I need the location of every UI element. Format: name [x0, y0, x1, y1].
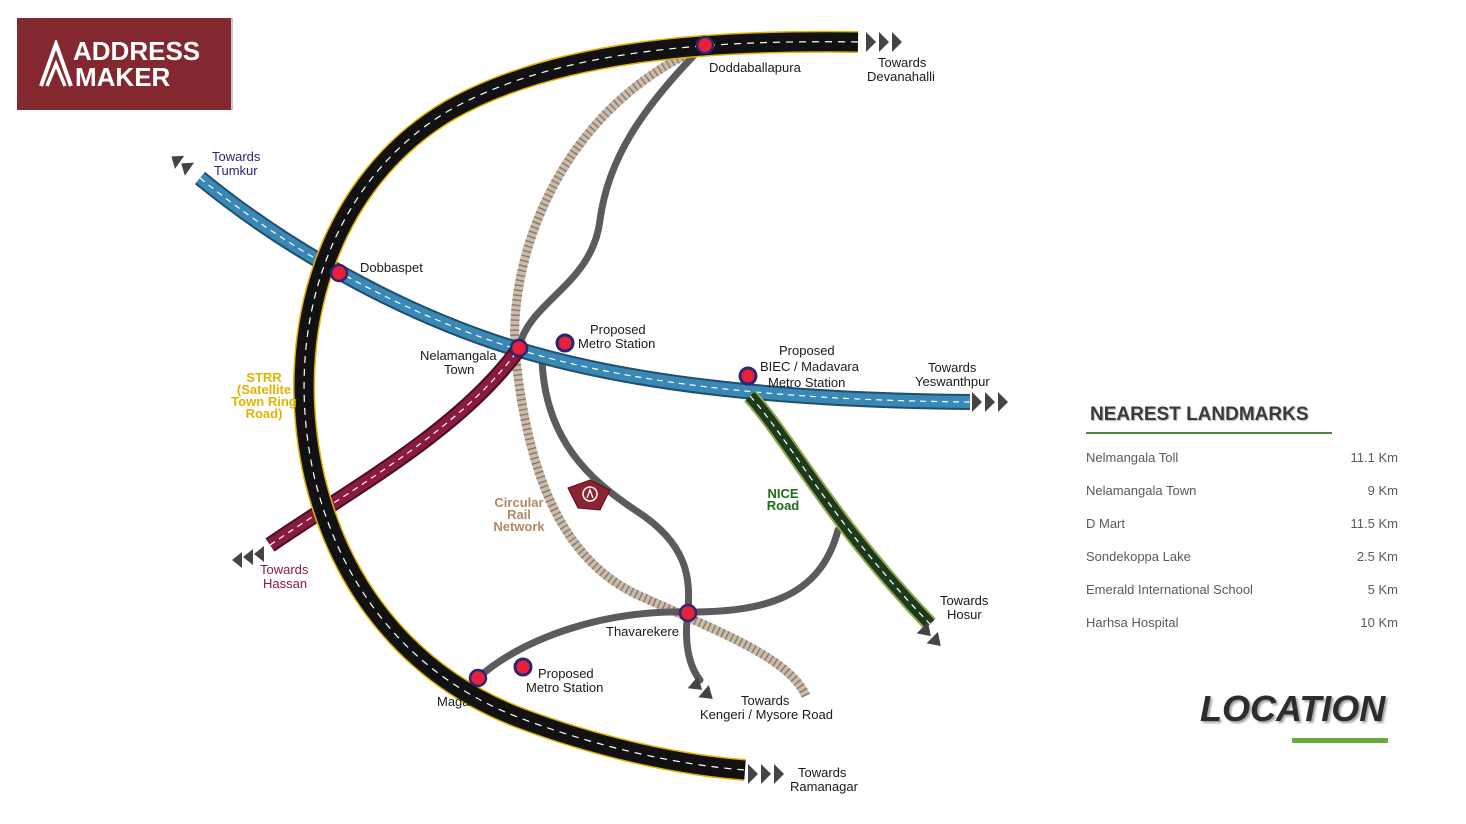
label-metro1-2: Metro Station [578, 336, 655, 351]
list-item: Nelamangala Town 9 Km [1086, 483, 1402, 516]
label-tumkur-2: Tumkur [214, 163, 258, 178]
nice-road [744, 390, 936, 630]
label-nice-2: Road [767, 498, 800, 513]
label-hassan-1: Towards [260, 562, 309, 577]
node-nelamangala [509, 338, 529, 358]
label-doddaballapura: Doddaballapura [709, 60, 802, 75]
label-metro2-2: Metro Station [526, 680, 603, 695]
node-dobbaspet [329, 263, 349, 283]
node-thavarekere [678, 603, 698, 623]
label-nelamangala-2: Town [444, 362, 474, 377]
landmark-name: D Mart [1086, 516, 1125, 531]
list-item: Nelmangala Toll 11.1 Km [1086, 450, 1402, 483]
label-strr-3: Town Ring [231, 394, 297, 409]
landmark-distance: 11.5 Km [1350, 516, 1398, 531]
label-metro1-1: Proposed [590, 322, 646, 337]
label-hassan-2: Hassan [263, 576, 307, 591]
circular-rail-network [510, 43, 811, 699]
label-magadi: Magadi [437, 694, 480, 709]
label-strr-4: Road) [246, 406, 283, 421]
landmark-distance: 11.1 Km [1350, 450, 1398, 465]
road-nelamangala-thavarekere [538, 356, 693, 616]
label-kengeri-1: Towards [741, 693, 790, 708]
landmark-distance: 10 Km [1360, 615, 1398, 630]
landmark-name: Sondekoppa Lake [1086, 549, 1191, 564]
label-biec-3: Metro Station [768, 375, 845, 390]
label-ramanagar-1: Towards [798, 765, 847, 780]
landmarks-list: Nelmangala Toll 11.1 Km Nelamangala Town… [1086, 450, 1402, 648]
arrow-ramanagar-icon [748, 764, 784, 784]
list-item: D Mart 11.5 Km [1086, 516, 1402, 549]
landmark-distance: 5 Km [1367, 582, 1398, 597]
label-ramanagar-2: Ramanagar [790, 779, 859, 794]
landmark-name: Nelamangala Town [1086, 483, 1197, 498]
label-hosur-1: Towards [940, 593, 989, 608]
landmark-distance: 2.5 Km [1356, 549, 1398, 564]
arrow-tumkur-icon [171, 155, 195, 176]
label-rail-2: Rail [507, 507, 531, 522]
label-rail-3: Network [493, 519, 545, 534]
logo-text-line1: ADDRESS [73, 36, 201, 66]
strr-highway [293, 30, 859, 781]
label-nice-1: NICE [767, 486, 798, 501]
arrow-kengeri-icon [687, 676, 713, 699]
section-title: LOCATION [1200, 688, 1386, 729]
label-biec-2: BIEC / Madavara [760, 359, 860, 374]
label-dobbaspet: Dobbaspet [360, 260, 423, 275]
landmark-name: Nelmangala Toll [1086, 450, 1179, 465]
hassan-road [265, 345, 525, 552]
metro-station-1 [555, 333, 575, 353]
node-doddaballapura [695, 35, 715, 55]
list-item: Harhsa Hospital 10 Km [1086, 615, 1402, 648]
nearest-landmarks-panel: NEAREST LANDMARKS Nelmangala Toll 11.1 K… [1086, 404, 1402, 648]
direction-arrows [171, 32, 1008, 784]
road-doddaballapura-nelamangala [515, 42, 707, 351]
label-rail-1: Circular [494, 495, 543, 510]
logo-text-line2: MAKER [75, 62, 171, 92]
label-strr-2: (Satellite [237, 382, 291, 397]
node-magadi [468, 668, 488, 688]
label-devanahalli-2: Devanahalli [867, 69, 935, 84]
road-thavarekere-nice [684, 526, 842, 616]
landmark-name: Emerald International School [1086, 582, 1253, 597]
landmark-distance: 9 Km [1367, 483, 1398, 498]
label-devanahalli-1: Towards [878, 55, 927, 70]
label-metro2-1: Proposed [538, 666, 594, 681]
title-underline [1292, 738, 1388, 743]
road-magadi-thavarekere [474, 608, 692, 682]
arrow-yeswanthpur-icon [972, 392, 1008, 412]
map-labels: Doddaballapura Towards Devanahalli Towar… [212, 55, 990, 794]
metro-station-biec [738, 366, 758, 386]
list-item: Emerald International School 5 Km [1086, 582, 1402, 615]
label-hosur-2: Hosur [947, 607, 982, 622]
grey-roads [474, 42, 842, 684]
junction-nodes [329, 35, 758, 688]
arrow-hosur-icon [916, 622, 941, 647]
arrow-hassan-icon [232, 546, 264, 568]
label-nelamangala-1: Nelamangala [420, 348, 497, 363]
logo-mark-icon [39, 40, 73, 87]
label-yeswanthpur-1: Towards [928, 360, 977, 375]
landmarks-title: NEAREST LANDMARKS [1086, 404, 1332, 434]
metro-station-2 [513, 657, 533, 677]
label-tumkur-1: Towards [212, 149, 261, 164]
label-thavarekere: Thavarekere [606, 624, 679, 639]
project-location-icon [567, 479, 611, 511]
label-kengeri-2: Kengeri / Mysore Road [700, 707, 833, 722]
arrow-devanahalli-icon [866, 32, 902, 52]
label-biec-1: Proposed [779, 343, 835, 358]
landmark-name: Harhsa Hospital [1086, 615, 1179, 630]
brand-logo: ADDRESS MAKER [17, 18, 233, 110]
label-strr-1: STRR [246, 370, 282, 385]
label-yeswanthpur-2: Yeswanthpur [915, 374, 990, 389]
list-item: Sondekoppa Lake 2.5 Km [1086, 549, 1402, 582]
